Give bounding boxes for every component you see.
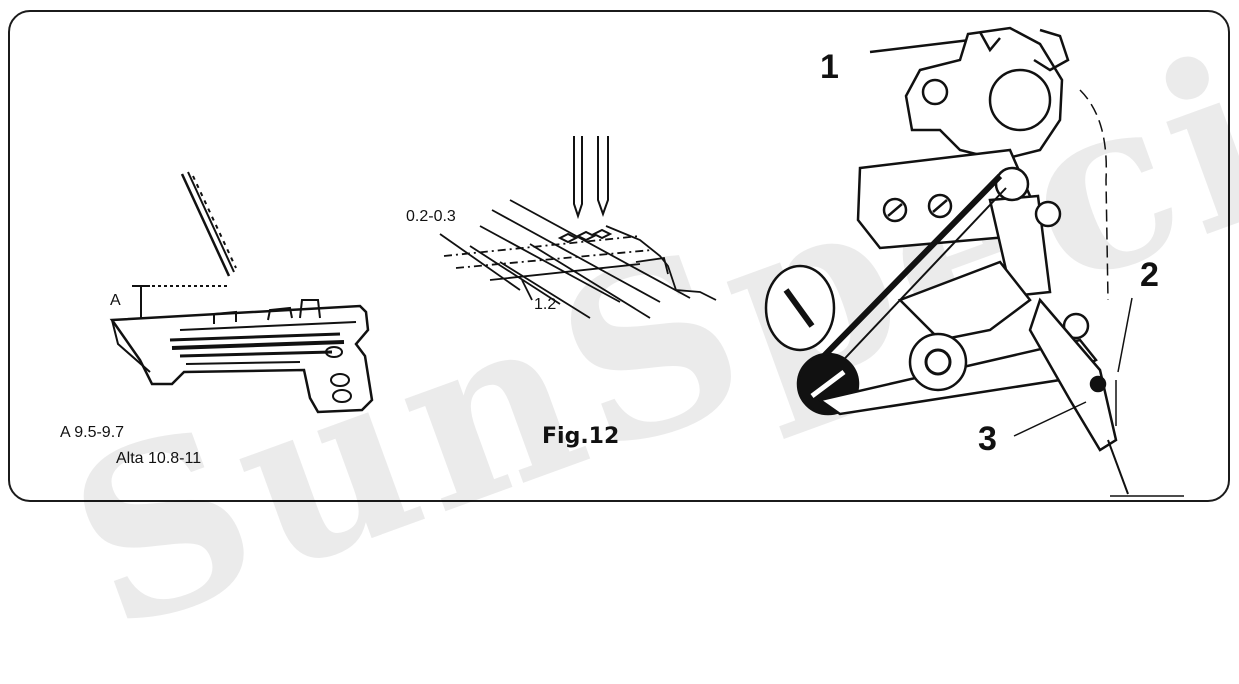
callout-3: 3 (978, 420, 997, 458)
machine-outline (1079, 89, 1184, 497)
figure-caption: Fig.12 (542, 424, 620, 449)
illustration-canvas (109, 26, 1184, 497)
tension-arm (817, 173, 1007, 373)
twin-needles (573, 136, 609, 220)
needle-gap-label: 0.2-0.3 (406, 208, 456, 225)
figure-frame (8, 10, 1230, 502)
spec-alta-range: Alta 10.8-11 (116, 450, 201, 468)
callout-leaders (1013, 297, 1133, 437)
needle-drawing (180, 171, 237, 277)
upper-bracket (869, 26, 1070, 162)
dimension-a-label: A (110, 292, 121, 309)
needle-clamp (1028, 297, 1129, 495)
callout-2: 2 (1140, 256, 1159, 294)
spec-alta-value: 10.8-11 (148, 450, 202, 467)
mounting-block (856, 148, 1032, 250)
presser-bar (988, 166, 1062, 298)
adjust-knob-upper (764, 264, 836, 352)
callout-1: 1 (820, 48, 839, 86)
presser-mechanism-illustration (764, 26, 1184, 497)
needle-plate-illustration (109, 171, 374, 414)
needle-spacing-illustration (439, 136, 717, 319)
spec-a-range: A 9.5-9.7 (60, 424, 125, 441)
spec-alta-prefix: Alta (116, 450, 144, 467)
needle-spacing-label: 1.2 (534, 296, 557, 313)
